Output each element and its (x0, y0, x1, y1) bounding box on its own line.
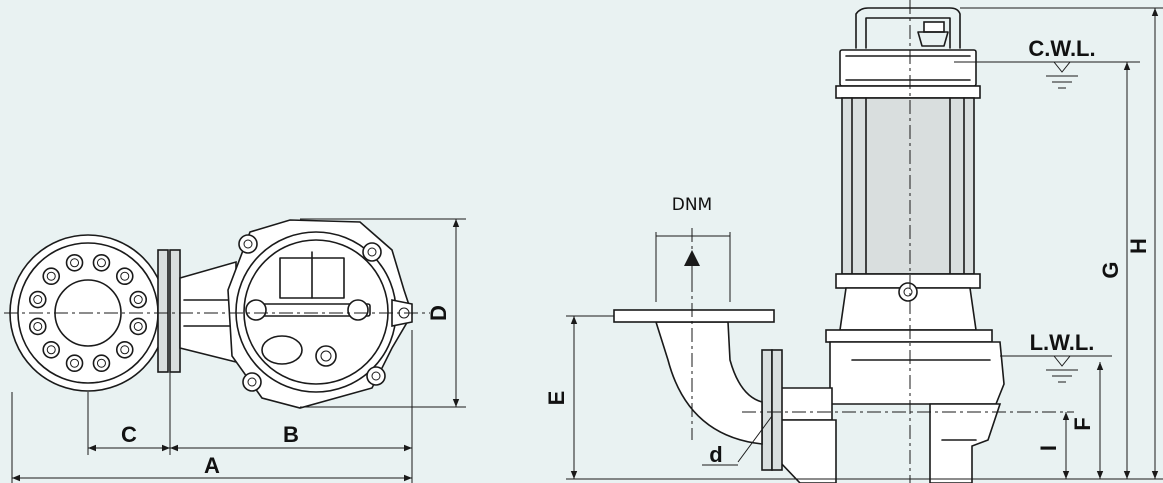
dim-label-g: G (1098, 261, 1123, 278)
dim-label-dnm: DNM (672, 195, 712, 215)
side-flange-1 (761, 349, 773, 471)
flange-bolt-hole (28, 290, 47, 309)
discharge-flange-side (613, 309, 775, 323)
motor-top (227, 219, 413, 409)
flange-bolt-hole (65, 354, 84, 373)
flange-bolt-inner (96, 258, 106, 268)
dim-label-b: B (283, 422, 299, 447)
flange-bolt-hole (92, 354, 111, 373)
discharge-elbow (654, 321, 763, 445)
flange-bolt-hole (115, 340, 134, 359)
flange-bolt-hole (42, 267, 61, 286)
flange-bolt-inner (70, 258, 80, 268)
flange-bolt-hole (65, 253, 84, 272)
dim-label-h: H (1126, 238, 1151, 254)
dim-label-d-lower: d (709, 442, 722, 467)
flange-bolt-inner (33, 321, 43, 331)
pump-casing (829, 341, 1005, 405)
side-flange-2 (771, 349, 783, 471)
flange-bolt-hole (129, 290, 148, 309)
flange-bolt-hole (129, 317, 148, 336)
dim-label-f: F (1070, 417, 1095, 430)
top-view: C B A D (4, 218, 466, 483)
pump-base-pipe (779, 419, 837, 483)
dim-label-e: E (544, 391, 569, 406)
flange-bolt-inner (133, 295, 143, 305)
flange-bolt-inner (96, 358, 106, 368)
flange-bolt-hole (28, 317, 47, 336)
connecting-pipe (179, 260, 237, 364)
motor-body (841, 97, 975, 275)
dim-label-c: C (121, 422, 137, 447)
dim-label-d-upper: D (426, 305, 451, 321)
flange-bolt-hole (42, 340, 61, 359)
side-view: DNM d E C.W.L. L.W.L. H G F (544, 0, 1163, 483)
flange-bolt-inner (46, 345, 56, 355)
dim-label-i: I (1036, 445, 1061, 451)
lwl-label: L.W.L. (1030, 330, 1095, 355)
flange-bolt-inner (70, 358, 80, 368)
pump-foot (929, 403, 1002, 483)
flange-bolt-inner (120, 345, 130, 355)
cwl-label: C.W.L. (1028, 36, 1095, 61)
flange-plate-1 (157, 249, 169, 373)
lifting-handle (855, 7, 961, 49)
flange-bolt-inner (33, 295, 43, 305)
flange-bolt-inner (46, 271, 56, 281)
flange-bolt-inner (120, 271, 130, 281)
flange-plate-2 (169, 249, 181, 373)
flange-bolt-hole (92, 253, 111, 272)
dim-label-a: A (204, 453, 220, 478)
flange-bolt-inner (133, 321, 143, 331)
flange-bolt-hole (115, 267, 134, 286)
